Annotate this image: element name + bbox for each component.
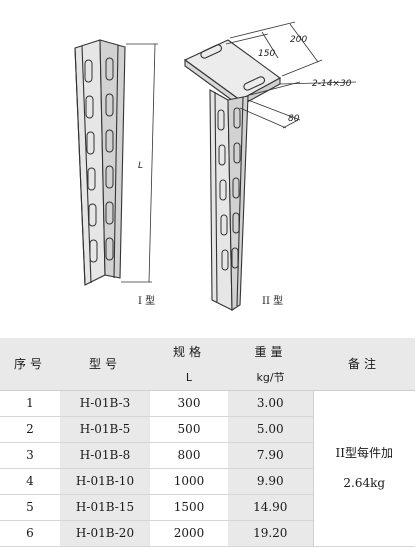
note-line-1: II型每件加	[335, 446, 393, 460]
header-note: 备注	[313, 338, 415, 391]
table-row: 6 H-01B-20 2000 19.20	[0, 520, 415, 547]
cell-length: 2000	[150, 520, 228, 547]
table-row: 2 H-01B-5 500 5.00	[0, 416, 415, 443]
header-index: 序号	[0, 338, 60, 391]
cell-index: 5	[0, 494, 60, 521]
type2-slots	[217, 107, 241, 271]
length-dimension-line	[121, 43, 158, 283]
spec-table: 序号 型号 规格 重量 备注 L kg/节 1 H-01B-3 300 3.00…	[0, 338, 415, 547]
cell-index: 6	[0, 520, 60, 547]
cell-model: H-01B-10	[60, 468, 150, 495]
cell-index: 1	[0, 390, 60, 417]
cell-model: H-01B-3	[60, 390, 150, 417]
dimension-150: 150	[258, 49, 275, 59]
cell-model: H-01B-5	[60, 416, 150, 443]
type1-caption: I 型	[138, 294, 155, 307]
cell-index: 3	[0, 442, 60, 469]
cell-model: H-01B-20	[60, 520, 150, 547]
type2-mounting-plate	[183, 39, 282, 108]
type2-caption: II 型	[262, 294, 283, 307]
cell-index: 4	[0, 468, 60, 495]
cell-index: 2	[0, 416, 60, 443]
dimension-200: 200	[290, 35, 307, 45]
cell-weight: 9.90	[228, 468, 313, 495]
table-row: 1 H-01B-3 300 3.00 II型每件加 2.64kg	[0, 390, 415, 547]
drawing-canvas: L I 型 II 型 200 150 2-14×30 80	[74, 21, 357, 311]
header-spec: 规格	[150, 338, 228, 364]
cell-note: II型每件加 2.64kg	[312, 390, 415, 547]
cell-length: 300	[150, 390, 228, 417]
type1-slots	[84, 57, 114, 263]
cell-weight: 14.90	[228, 494, 313, 521]
header-model: 型号	[60, 338, 150, 391]
type1-angle-profile	[74, 39, 126, 286]
cell-weight: 3.00	[228, 390, 313, 417]
type2-dimension-lines	[225, 21, 357, 129]
cell-length: 500	[150, 416, 228, 443]
table-row: 3 H-01B-8 800 7.90	[0, 442, 415, 469]
table-row: 4 H-01B-10 1000 9.90	[0, 468, 415, 495]
cell-length: 1000	[150, 468, 228, 495]
length-label: L	[138, 161, 143, 171]
type2-angle-profile	[209, 89, 249, 311]
dimension-slot-spec: 2-14×30	[312, 79, 352, 89]
cell-weight: 7.90	[228, 442, 313, 469]
header-spec-unit: L	[150, 364, 228, 391]
cell-length: 800	[150, 442, 228, 469]
header-weight-unit: kg/节	[228, 364, 313, 391]
dimension-80: 80	[288, 114, 300, 124]
table-row: 5 H-01B-15 1500 14.90	[0, 494, 415, 521]
technical-drawing: L I 型 II 型 200 150 2-14×30 80	[74, 21, 357, 311]
header-weight: 重量	[228, 338, 313, 364]
cell-length: 1500	[150, 494, 228, 521]
cell-weight: 5.00	[228, 416, 313, 443]
cell-weight: 19.20	[228, 520, 313, 547]
note-line-2: 2.64kg	[343, 476, 386, 490]
cell-model: H-01B-15	[60, 494, 150, 521]
cell-model: H-01B-8	[60, 442, 150, 469]
